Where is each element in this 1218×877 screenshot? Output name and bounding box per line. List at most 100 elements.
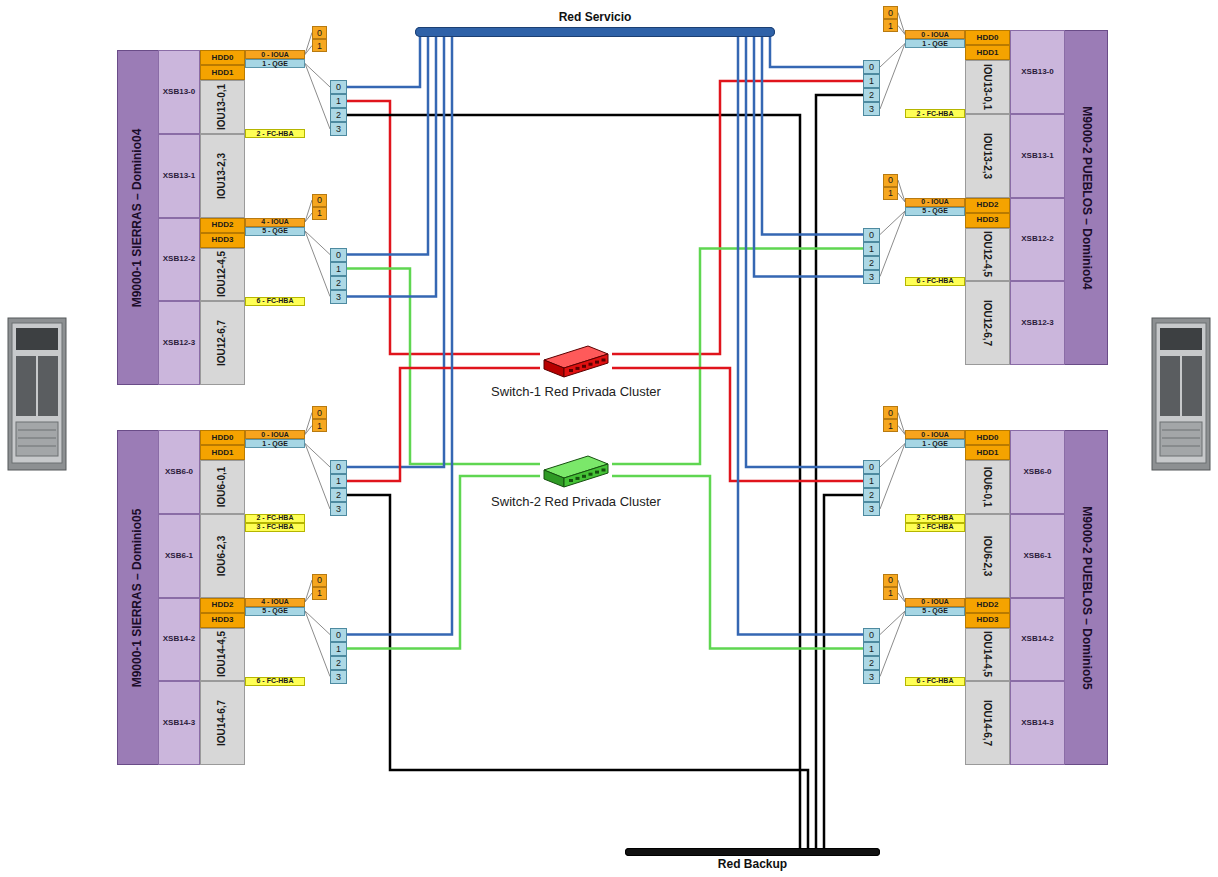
card-port-link: [898, 193, 905, 202]
qge-port: 3: [330, 290, 347, 304]
port-number: 3: [336, 292, 341, 302]
ioua-card: 0 - IOUA: [245, 430, 305, 439]
network-cable: [347, 37, 428, 255]
iou-unit: IOU13-2,3: [200, 134, 245, 218]
disk-label: HDD0: [212, 433, 234, 443]
xsb-board: XSB6-1: [1010, 514, 1065, 598]
card-label: 5 - QGE: [922, 207, 948, 215]
port-number: 1: [869, 76, 874, 86]
switch-port: [576, 477, 580, 480]
server-domain-panel: M9000-2 PUEBLOS – Dominio04XSB13-0HDD0HD…: [965, 30, 1108, 365]
hdd-slot: HDD3: [965, 613, 1010, 628]
board-label: XSB12-2: [163, 254, 195, 264]
xsb-board: XSB12-2: [1010, 198, 1065, 282]
card-label: 2 - FC-HBA: [257, 514, 294, 522]
port-number: 0: [888, 175, 893, 185]
port-number: 3: [869, 504, 874, 514]
server-domain-panel: M9000-1 SIERRAS – Dominio05XSB6-0 HDD0HDD…: [117, 430, 245, 765]
card-label: 0 - IOUA: [261, 51, 289, 59]
card-port-link: [880, 44, 905, 110]
ioua-card: 0 - IOUA: [245, 50, 305, 59]
fc-hba-card: 6 - FC-HBA: [245, 677, 305, 686]
switch-port: [589, 363, 593, 366]
board-label: XSB13-0: [163, 87, 195, 97]
port-number: 0: [336, 630, 341, 640]
ioua-card: 0 - IOUA: [905, 30, 965, 39]
iou-label: IOU6-2,3: [981, 535, 993, 576]
card-port-link: [305, 611, 330, 635]
iou-label: IOU14-4,5: [217, 631, 229, 677]
cabinet-panel: [1160, 328, 1202, 350]
iou-label: IOU14-6,7: [217, 700, 229, 746]
server-cabinet: [8, 318, 66, 470]
switch-side-face: [544, 360, 564, 377]
board-label: XSB12-3: [1021, 318, 1053, 328]
qge-port: 3: [863, 270, 880, 284]
card-port-link: [898, 26, 905, 35]
disk-label: HDD2: [212, 220, 234, 230]
switch-label: Switch-1 Red Privada Cluster: [491, 384, 661, 399]
port-number: 1: [336, 96, 341, 106]
ioua-port: 1: [883, 19, 898, 32]
qge-card: 5 - QGE: [245, 607, 305, 616]
ioua-port: 1: [312, 39, 327, 52]
xsb-board: XSB6-1: [158, 514, 200, 598]
network-cable: [738, 37, 863, 635]
qge-port: 3: [863, 102, 880, 116]
iou-label: IOU12-4,5: [217, 251, 229, 297]
disk-label: HDD2: [977, 600, 999, 610]
cabinet-slots: [16, 356, 36, 416]
cabinet-front: [12, 323, 62, 463]
iou-unit: IOU14-4,5: [200, 628, 245, 682]
port-number: 2: [336, 658, 341, 668]
xsb-board: XSB12-3: [158, 301, 200, 385]
port-number: 1: [869, 644, 874, 654]
switch-side-face: [544, 470, 564, 487]
fc-hba-card: 3 - FC-HBA: [905, 523, 965, 532]
port-number: 3: [869, 104, 874, 114]
domain-title: M9000-2 PUEBLOS – Dominio04: [1080, 106, 1094, 289]
port-number: 3: [869, 672, 874, 682]
server-cabinet: [1152, 318, 1210, 470]
card-label: 1 - QGE: [262, 60, 288, 68]
ioua-port: 0: [312, 194, 327, 207]
domain-band: M9000-1 SIERRAS – Dominio05: [117, 430, 158, 765]
cabinet-front: [1156, 323, 1206, 463]
domain-title: M9000-2 PUEBLOS – Dominio05: [1080, 506, 1094, 689]
fc-hba-card: 2 - FC-HBA: [905, 514, 965, 523]
port-number: 2: [869, 658, 874, 668]
hdd-slot: HDD3: [200, 613, 245, 628]
port-number: 3: [336, 672, 341, 682]
network-cable: [347, 37, 436, 297]
qge-card: 5 - QGE: [905, 607, 965, 616]
port-number: 3: [336, 124, 341, 134]
disk-label: HDD1: [977, 48, 999, 58]
xsb-board: XSB6-0: [158, 430, 200, 514]
iou-label: IOU14-4,5: [982, 631, 994, 677]
fc-hba-card: 6 - FC-HBA: [905, 277, 965, 286]
ioua-port: 0: [883, 174, 898, 187]
port-number: 0: [336, 462, 341, 472]
qge-card: 5 - QGE: [245, 227, 305, 236]
hdd-slot: HDD3: [200, 233, 245, 248]
card-label: 2 - FC-HBA: [917, 110, 954, 118]
iou-unit: IOU12-6,7: [965, 281, 1010, 365]
qge-port: 3: [330, 502, 347, 516]
ioua-card: 0 - IOUA: [905, 430, 965, 439]
port-number: 0: [317, 28, 322, 38]
qge-port: 0: [863, 60, 880, 74]
port-number: 2: [869, 90, 874, 100]
card-port-link: [880, 444, 905, 468]
card-port-link: [898, 426, 905, 435]
ioua-port: 1: [312, 587, 327, 600]
qge-port: 2: [863, 656, 880, 670]
iou-unit: IOU6-0,1: [200, 460, 245, 514]
domain-band: M9000-1 SIERRAS – Dominio04: [117, 50, 158, 385]
card-label: 0 - IOUA: [261, 431, 289, 439]
hdd-slot: HDD2: [200, 218, 245, 233]
board-label: XSB12-3: [163, 338, 195, 348]
cabinet-panel: [16, 328, 58, 350]
board-label: XSB6-0: [1023, 467, 1051, 477]
xsb-board: XSB14-3: [1010, 681, 1065, 765]
disk-label: HDD0: [977, 33, 999, 43]
